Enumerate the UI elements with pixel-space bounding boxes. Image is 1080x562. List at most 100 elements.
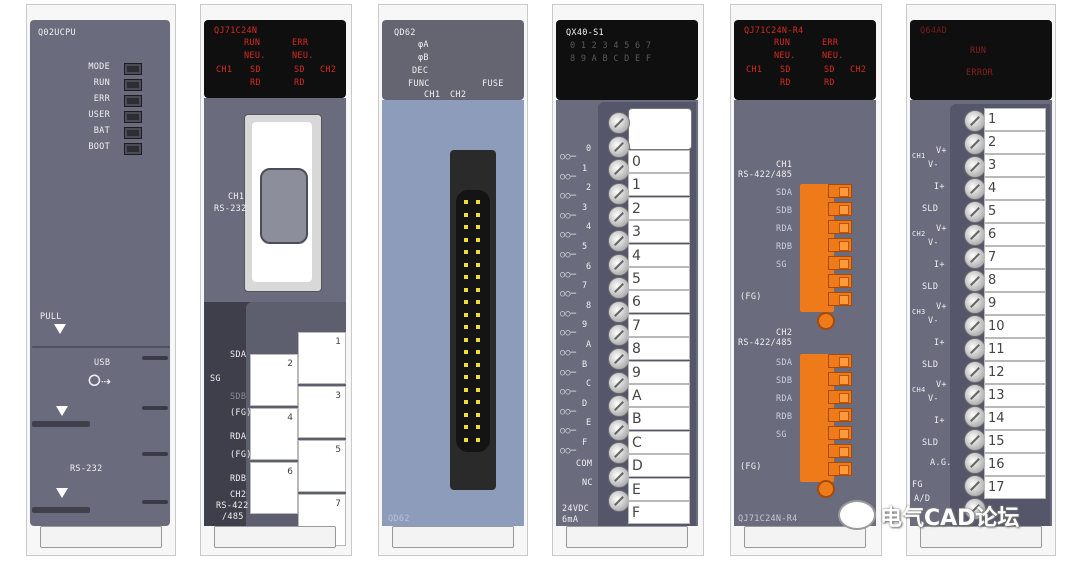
terminal-screw-icon[interactable]	[608, 135, 630, 158]
bottom-latch[interactable]	[392, 526, 514, 548]
sld-label: SLD	[922, 360, 939, 370]
input-switch-icon: ○○─	[560, 152, 577, 162]
connector-pin	[464, 425, 468, 429]
terminal-slot[interactable]	[828, 238, 852, 252]
c24n-model-label: QJ71C24N	[214, 26, 258, 36]
cpu-body	[30, 20, 170, 526]
terminal-screw-icon[interactable]	[608, 300, 630, 323]
connector-screw-icon	[817, 312, 835, 330]
terminal-screw-icon[interactable]	[964, 452, 986, 474]
channel-label: CH4	[912, 386, 926, 394]
connector-pin	[464, 225, 468, 229]
input-label: D	[582, 398, 588, 409]
terminal-screw-icon[interactable]	[964, 474, 986, 497]
ad-label: A/D	[914, 494, 931, 504]
terminal-cell: 14	[984, 407, 1046, 430]
terminal-slot[interactable]	[828, 462, 852, 476]
input-switch-icon: ○○─	[560, 387, 577, 398]
connector-pin	[464, 337, 468, 342]
terminal-screw-icon[interactable]	[964, 224, 986, 246]
terminal-cell: 9	[628, 360, 690, 384]
terminal-screw-icon[interactable]	[608, 182, 630, 205]
connector-pin	[464, 200, 468, 204]
connector-pin	[476, 225, 480, 229]
connector-pin	[476, 375, 480, 379]
terminal-screw-icon[interactable]	[964, 497, 986, 520]
terminal-screw-icon[interactable]	[608, 348, 630, 370]
terminal-cell: 15	[984, 430, 1046, 453]
connector-pin	[476, 337, 480, 342]
terminal-slot[interactable]	[828, 408, 852, 422]
usb-arrow-icon[interactable]	[56, 406, 68, 416]
terminal-screw-icon[interactable]	[608, 253, 630, 276]
input-label: 9	[582, 320, 588, 331]
terminal-slot[interactable]	[828, 184, 852, 198]
terminal-screw-icon[interactable]	[964, 338, 986, 360]
connector-pin	[464, 287, 468, 292]
qd62-top-panel	[382, 20, 524, 100]
terminal-cell: 12	[984, 361, 1046, 384]
terminal-screw-icon[interactable]	[608, 371, 630, 394]
fg-label: (FG)	[740, 292, 762, 302]
terminal-screw-icon[interactable]	[608, 418, 630, 441]
terminal-slot[interactable]	[828, 426, 852, 440]
terminal-screw-icon[interactable]	[964, 246, 986, 269]
input-switch-icon: ○○─	[560, 289, 577, 300]
terminal-slot[interactable]	[828, 354, 852, 368]
rs232-arrow-icon[interactable]	[56, 488, 68, 498]
input-label: A	[586, 340, 592, 350]
connector-pin	[476, 200, 480, 204]
vminus-label: V-	[928, 160, 939, 170]
terminal-screw-icon[interactable]	[964, 110, 986, 132]
input-switch-icon: ○○─	[560, 250, 577, 260]
terminal-screw-icon[interactable]	[964, 155, 986, 178]
pull-arrow-icon[interactable]	[54, 324, 66, 334]
input-label: E	[586, 418, 592, 429]
bottom-latch[interactable]	[744, 526, 866, 548]
terminal-screw-icon[interactable]	[608, 230, 630, 252]
terminal-slot[interactable]	[828, 202, 852, 216]
signal-label: SDA	[776, 358, 793, 368]
terminal-screw-icon[interactable]	[964, 383, 986, 406]
bottom-latch[interactable]	[40, 526, 162, 548]
terminal-screw-icon[interactable]	[608, 466, 630, 488]
input-label: 6	[586, 261, 592, 272]
terminal-slot[interactable]	[828, 390, 852, 404]
terminal-slot[interactable]	[828, 256, 852, 270]
led-sd1: SD	[250, 65, 261, 75]
terminal-cell: 0	[628, 150, 690, 173]
vent-slot	[142, 356, 168, 360]
led-run: RUN	[244, 38, 261, 48]
bottom-latch[interactable]	[214, 526, 336, 548]
led-sd2: SD	[294, 65, 305, 75]
terminal-slot[interactable]	[828, 444, 852, 458]
bottom-latch[interactable]	[566, 526, 688, 548]
input-label: 4	[586, 222, 592, 233]
input-label: 8	[586, 300, 592, 311]
terminal-screw-icon[interactable]	[964, 132, 986, 155]
iplus-label: I+	[934, 182, 945, 192]
connector-pin	[476, 412, 480, 417]
connector-pin	[476, 325, 480, 329]
connector-pin	[476, 400, 480, 404]
usb-icon[interactable]: ⭘⇢	[88, 371, 112, 390]
db9-port[interactable]	[260, 168, 308, 244]
bottom-latch[interactable]	[920, 526, 1042, 548]
terminal-slot[interactable]	[828, 274, 852, 288]
ch1-port-label: CH1	[776, 160, 793, 170]
terminal-slot[interactable]	[828, 220, 852, 234]
terminal-cell: 10	[984, 315, 1046, 338]
qd62-module: QD62 φA φB DEC FUNC FUSE CH1 CH2 QD62	[378, 4, 528, 556]
status-led	[124, 95, 142, 107]
terminal-screw-icon[interactable]	[608, 489, 630, 512]
iplus-label: I+	[934, 416, 945, 426]
terminal-screw-icon[interactable]	[964, 360, 986, 383]
terminal-screw-icon[interactable]	[608, 112, 630, 134]
terminal-screw-icon[interactable]	[964, 269, 986, 292]
terminal-cell: 2	[250, 354, 298, 406]
terminal-slot[interactable]	[828, 292, 852, 306]
input-switch-icon: ○○─	[560, 171, 577, 182]
input-switch-icon: ○○─	[560, 367, 577, 378]
status-led	[124, 111, 142, 123]
terminal-slot[interactable]	[828, 372, 852, 386]
